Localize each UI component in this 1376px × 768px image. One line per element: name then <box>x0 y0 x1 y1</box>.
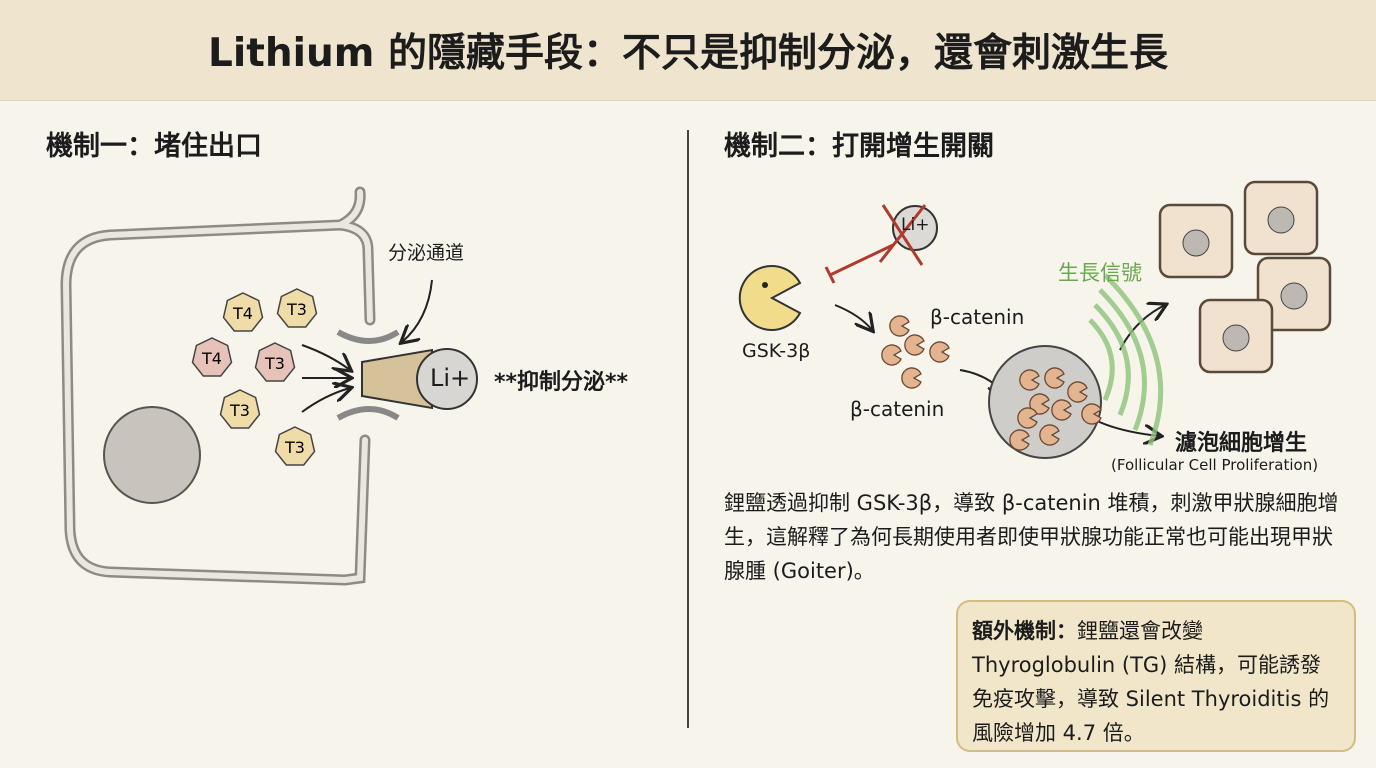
beta-catenin-crescent <box>929 341 950 363</box>
beta-catenin-crescent <box>881 344 902 366</box>
growth-signal-waves <box>1088 273 1164 446</box>
cell-nucleus <box>1267 206 1295 234</box>
mechanism-one-heading: 機制一：堵住出口 <box>46 131 262 162</box>
note-body: 鋰鹽還會改變 Thyroglobulin (TG) 結構，可能誘發免疫攻擊，導致… <box>972 619 1330 745</box>
secretion-arrows <box>301 279 433 413</box>
nucleus <box>103 406 201 504</box>
explanation-paragraph: 鋰鹽透過抑制 GSK-3β，導致 β-catenin 堆積，刺激甲狀腺細胞增生，… <box>724 491 1339 583</box>
channel-arcs <box>336 329 400 421</box>
hormone-label: T4 <box>201 349 222 368</box>
cork-plug <box>361 348 433 410</box>
divider <box>687 130 689 728</box>
channel-label: 分泌通道 <box>388 242 465 264</box>
hormone-hexagon <box>276 288 318 328</box>
hormone-hexagon <box>274 426 316 466</box>
beta-catenin-crescent <box>1029 393 1050 415</box>
beta-catenin-crescent <box>889 315 910 337</box>
hormone-hexagon <box>222 292 264 332</box>
cross-icon <box>878 204 927 266</box>
hormone-hexagon <box>191 337 233 377</box>
beta-catenin-label-2: β-catenin <box>850 397 945 421</box>
beta-catenin-crescent <box>1081 403 1102 425</box>
gsk-label: GSK-3β <box>742 340 811 362</box>
hormone-hexagon <box>254 342 296 382</box>
beta-catenin-crescent <box>901 367 922 389</box>
hormone-label: T4 <box>232 304 253 323</box>
proliferation-sublabel: (Follicular Cell Proliferation) <box>1111 456 1319 474</box>
hormone-label: T3 <box>229 401 250 420</box>
lithium-ion-left <box>416 348 478 410</box>
note-title: 額外機制： <box>972 619 1077 643</box>
beta-catenin-label-1: β-catenin <box>930 305 1025 329</box>
beta-catenin-crescent <box>1039 424 1060 446</box>
inhibit-secretion-label: **抑制分泌** <box>494 370 629 395</box>
beta-catenin-crescent <box>1067 381 1088 403</box>
cell-nucleus <box>1280 282 1308 310</box>
inhibition-line <box>829 243 894 277</box>
page-title: Lithium 的隱藏手段：不只是抑制分泌，還會刺激生長 <box>208 31 1168 76</box>
gsk-pacman <box>738 265 802 331</box>
hormone-label: T3 <box>286 300 307 319</box>
lithium-label-left: Li+ <box>430 364 471 392</box>
proliferating-cells <box>1158 180 1332 374</box>
hormone-hexagon <box>219 389 261 429</box>
thyroid-cell <box>60 186 376 586</box>
beta-catenin-crescent <box>904 334 925 356</box>
lithium-label-right: Li+ <box>901 215 930 235</box>
cell-nucleus <box>1182 229 1210 257</box>
extra-mechanism-note: 額外機制：鋰鹽還會改變 Thyroglobulin (TG) 結構，可能誘發免疫… <box>956 600 1356 752</box>
hormone-label: T3 <box>264 354 285 373</box>
growth-signal-label: 生長信號 <box>1058 261 1142 285</box>
beta-catenin-crescent <box>1009 429 1030 451</box>
beta-catenin-crescent <box>1044 367 1065 389</box>
cell-nucleus <box>1222 324 1250 352</box>
beta-catenin-crescent <box>1017 407 1038 429</box>
mechanism-two-heading: 機制二：打開增生開關 <box>724 131 994 162</box>
beta-catenin-crescent <box>1051 399 1072 421</box>
beta-catenin-crescent <box>1019 369 1040 391</box>
proliferation-label: 濾泡細胞增生 <box>1175 431 1308 456</box>
beta-catenin-molecules <box>881 315 1102 451</box>
title-banner <box>0 0 1376 101</box>
hormone-label: T3 <box>284 438 305 457</box>
